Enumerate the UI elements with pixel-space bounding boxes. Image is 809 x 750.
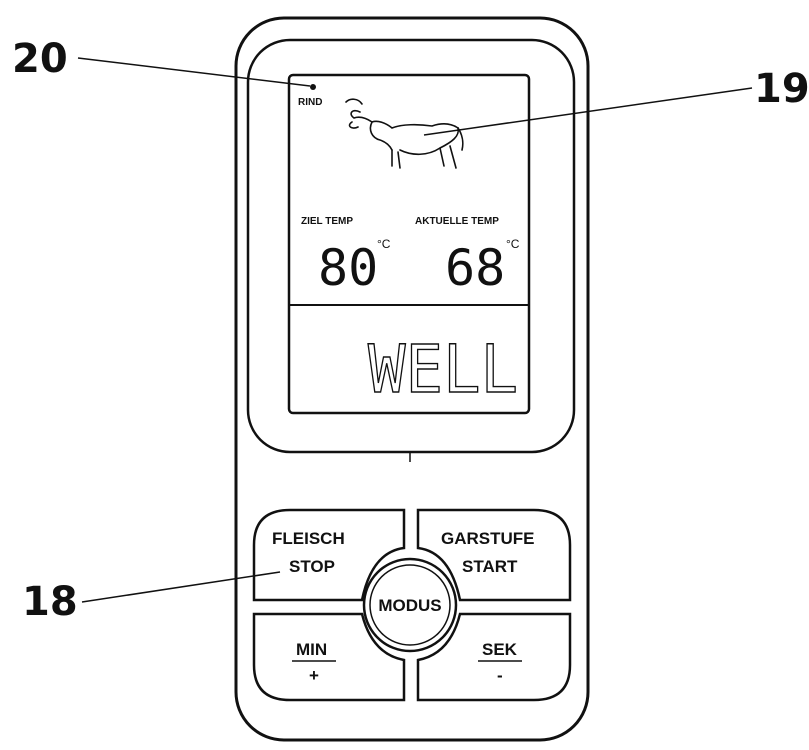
- callout-19: 19: [754, 66, 809, 112]
- sek-minus-button[interactable]: SEK -: [416, 612, 572, 702]
- min-plus-button[interactable]: MIN +: [252, 612, 406, 702]
- doneness-display: WELL: [368, 331, 518, 408]
- target-temp-label: ZIEL TEMP: [301, 216, 353, 227]
- fleisch-label: FLEISCH: [272, 529, 345, 548]
- sek-label: SEK: [482, 640, 518, 659]
- meat-label: RIND: [298, 97, 322, 108]
- callout-20: 20: [12, 36, 68, 82]
- target-temp-unit: °C: [377, 237, 391, 251]
- garstufe-label: GARSTUFE: [441, 529, 535, 548]
- current-temp-label: AKTUELLE TEMP: [415, 216, 499, 227]
- stop-label: STOP: [289, 557, 335, 576]
- callout-20-line: [77, 57, 311, 87]
- callout-18: 18: [22, 579, 78, 625]
- garstufe-start-button[interactable]: GARSTUFE START: [416, 508, 572, 602]
- min-label: MIN: [296, 640, 327, 659]
- lcd-panel: [287, 73, 531, 415]
- start-label: START: [462, 557, 518, 576]
- fleisch-stop-button[interactable]: FLEISCH STOP: [252, 508, 406, 602]
- modus-label: MODUS: [378, 596, 441, 615]
- meat-indicator-dot: [310, 84, 316, 90]
- modus-button-inner-ring: [369, 564, 451, 646]
- callout-18-line: [81, 571, 281, 603]
- modus-button[interactable]: MODUS: [362, 557, 458, 653]
- current-temp-value: 68: [445, 239, 505, 297]
- target-temp-value: 80: [318, 239, 378, 297]
- current-temp-unit: °C: [506, 237, 520, 251]
- minus-label: -: [497, 666, 503, 685]
- callout-19-line: [423, 87, 753, 136]
- plus-label: +: [309, 666, 319, 685]
